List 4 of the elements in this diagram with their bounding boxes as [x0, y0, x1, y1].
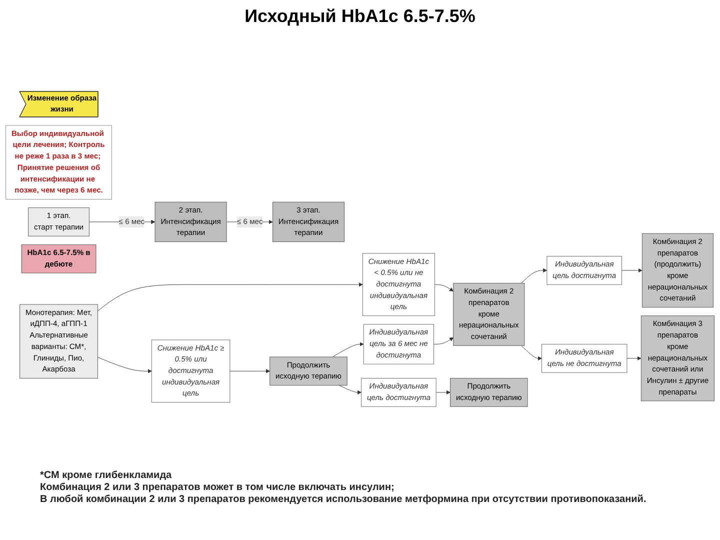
diagram-title: Исходный HbA1c 6.5-7.5%	[244, 6, 476, 27]
footnote: В любой комбинации 2 или 3 препаратов рекомендуется использование метформина при отсутствии противопоказаний.	[40, 494, 648, 505]
footnote: Комбинация 2 или 3 препаратов может в том числе включать инсулин;	[40, 482, 396, 493]
footnote: *СМ кроме глибенкламида	[40, 470, 173, 481]
